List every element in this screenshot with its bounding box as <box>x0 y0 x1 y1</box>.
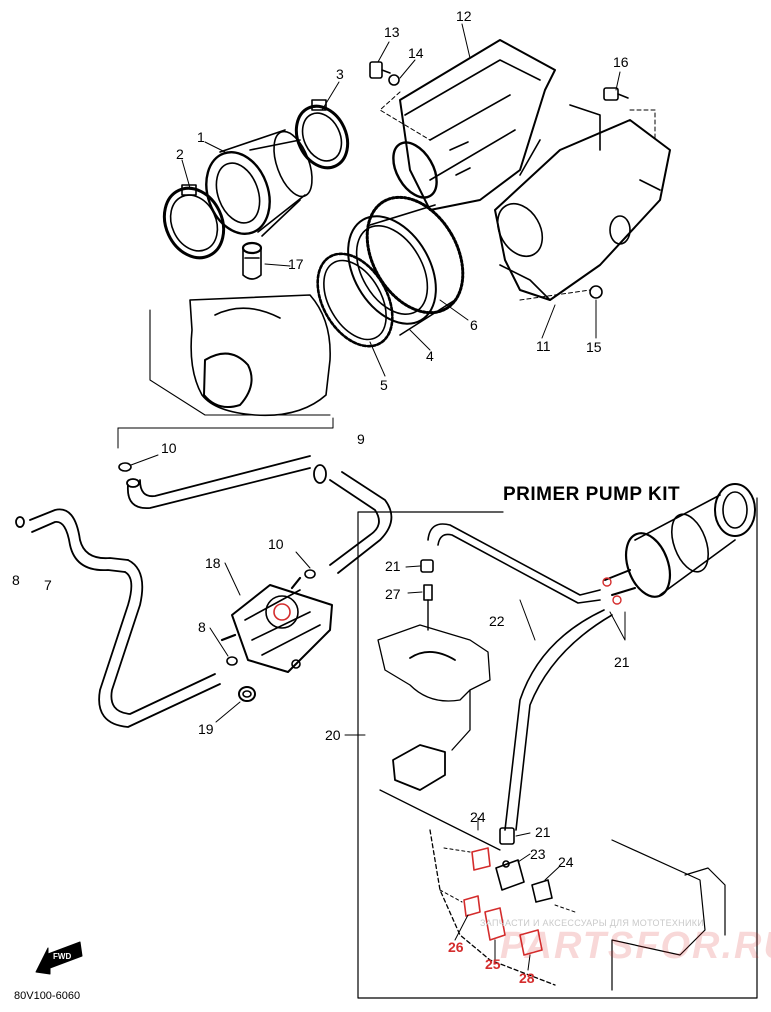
callout-6: 6 <box>470 317 478 333</box>
callout-21b: 21 <box>614 654 630 670</box>
kit-primer-pump <box>602 483 756 605</box>
watermark-brand: PARTSFOR.RU <box>500 925 771 967</box>
leader-lines-top <box>181 23 656 377</box>
callout-21c: 21 <box>535 824 551 840</box>
intake-joint <box>205 129 313 237</box>
hose-clamp-3 <box>294 99 350 170</box>
callout-4: 4 <box>426 348 434 364</box>
kit-tube-22 <box>427 523 613 831</box>
fuel-hose-7 <box>15 508 221 728</box>
callout-26: 26 <box>448 939 464 955</box>
callout-8a: 8 <box>12 572 20 588</box>
air-box-lower <box>494 104 671 301</box>
callout-25: 25 <box>485 956 501 972</box>
callout-12: 12 <box>456 8 472 24</box>
callout-24a: 24 <box>470 809 486 825</box>
callout-23: 23 <box>530 846 546 862</box>
callout-8b: 8 <box>198 619 206 635</box>
callout-3: 3 <box>336 66 344 82</box>
kit-frame <box>357 497 758 999</box>
callout-19: 19 <box>198 721 214 737</box>
primer-pump-kit-title: PRIMER PUMP KIT <box>503 484 681 505</box>
callout-16: 16 <box>613 54 629 70</box>
callout-27: 27 <box>385 586 401 602</box>
callout-15: 15 <box>586 339 602 355</box>
callout-13: 13 <box>384 24 400 40</box>
fwd-label: FWD <box>53 952 72 961</box>
kit-small-fittings <box>405 559 434 631</box>
callout-18: 18 <box>205 555 221 571</box>
callout-24b: 24 <box>558 854 574 870</box>
callout-28: 28 <box>519 970 535 986</box>
nut-19 <box>215 686 256 723</box>
small-fasteners <box>369 61 629 299</box>
callout-14: 14 <box>408 45 424 61</box>
callout-21a: 21 <box>385 558 401 574</box>
callout-7: 7 <box>44 577 52 593</box>
kit-bracket <box>377 624 556 986</box>
leader-lines-kit <box>344 734 561 971</box>
callout-20: 20 <box>325 727 341 743</box>
callout-17: 17 <box>288 256 304 272</box>
callout-11: 11 <box>536 338 551 354</box>
callout-2: 2 <box>176 146 184 162</box>
kit-red-fittings <box>439 827 576 956</box>
callout-9: 9 <box>357 431 365 447</box>
fitting-17 <box>241 241 263 280</box>
watermark-text: ЗАПЧАСТИ И АКСЕССУАРЫ ДЛЯ МОТОТЕХНИКИ <box>480 918 705 928</box>
callout-10a: 10 <box>161 440 177 456</box>
primer-pump-18 <box>220 576 333 673</box>
fwd-arrow <box>35 941 83 975</box>
callout-22: 22 <box>489 613 505 629</box>
callout-10b: 10 <box>268 536 284 552</box>
air-box-upper <box>392 39 556 211</box>
hose-clamp-2 <box>162 184 226 260</box>
document-number: 80V100-6060 <box>14 990 81 1002</box>
intake-seals <box>316 195 465 348</box>
callout-1: 1 <box>197 129 205 145</box>
callout-5: 5 <box>380 377 388 393</box>
engine-outline <box>149 294 331 417</box>
fuel-hose-9 <box>126 455 393 574</box>
